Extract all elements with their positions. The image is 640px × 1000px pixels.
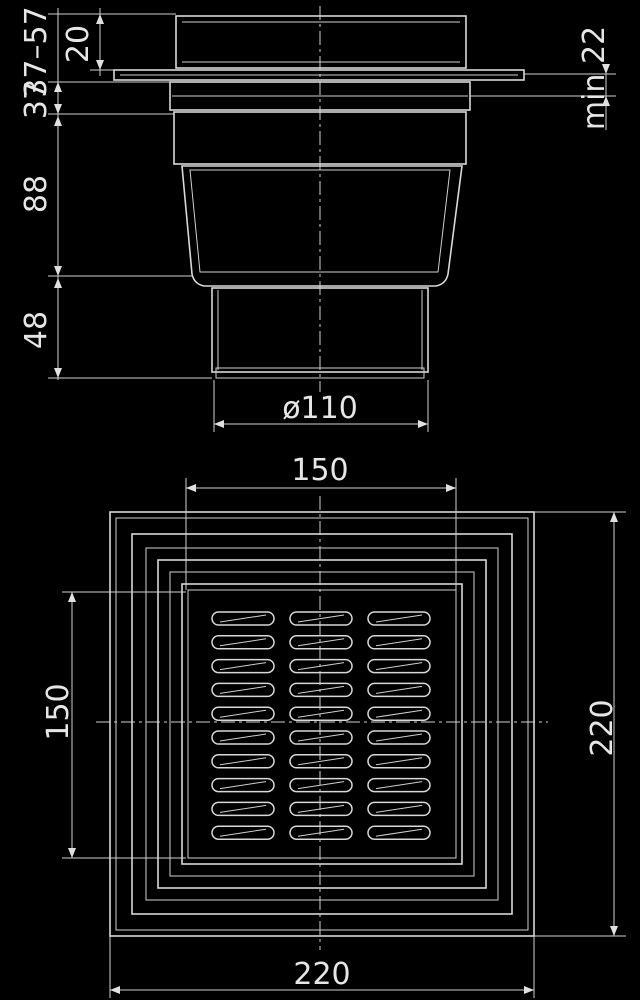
dim-body-height: 88 xyxy=(19,175,54,213)
grate-slot-inner-line xyxy=(297,828,345,837)
outer-frame xyxy=(109,511,535,937)
grate-slot xyxy=(367,777,431,793)
grate-slot-inner-line xyxy=(297,733,345,742)
grate-slot xyxy=(211,611,275,626)
rim xyxy=(175,15,467,69)
grate-slot-inner-line xyxy=(297,685,345,694)
dim-outlet-height: 48 xyxy=(19,311,54,349)
grate-slot xyxy=(289,611,353,626)
outlet-pipe xyxy=(211,287,429,373)
grate xyxy=(181,583,463,865)
grate-slot-inner-line xyxy=(219,662,267,671)
grate-slot xyxy=(211,682,275,698)
grate-slot-inner-line xyxy=(219,804,267,813)
grate-slot-inner-line xyxy=(219,828,267,837)
side-right-dimensions xyxy=(470,64,616,130)
dim-rim-height: 20 xyxy=(61,25,96,63)
grate-slots xyxy=(211,611,431,840)
grate-slot xyxy=(367,682,431,698)
side-view: 37–57 20 37 88 48 min 22 ø110 xyxy=(19,6,616,432)
grate-slot xyxy=(367,658,431,674)
grate-slot xyxy=(211,801,275,817)
grate-slot-inner-line xyxy=(375,804,423,813)
grate-slot-inner-line xyxy=(219,757,267,766)
grate-slot xyxy=(367,730,431,745)
grate-slot-inner-line xyxy=(375,614,423,623)
grate-slot xyxy=(367,706,431,721)
grate-slot-inner-line xyxy=(375,781,423,790)
grate-slot-inner-line xyxy=(297,804,345,813)
overall-width-dimension xyxy=(109,936,535,998)
grate-slot-inner-line xyxy=(375,757,423,766)
grate-height-dimension xyxy=(62,591,186,859)
dim-flange-thickness: 37 xyxy=(19,81,54,119)
collar-lower xyxy=(173,111,467,165)
grate-slot xyxy=(289,754,353,769)
grate-slot-inner-line xyxy=(219,709,267,718)
grate-slot xyxy=(367,754,431,769)
overall-height-dimension xyxy=(534,511,626,937)
grate-slot xyxy=(367,611,431,626)
grate-slot-inner-line xyxy=(375,638,423,647)
grate-slot xyxy=(211,777,275,793)
dim-min-depth: min 22 xyxy=(577,26,612,130)
grate-slot xyxy=(367,635,431,650)
grate-slot-inner-line xyxy=(219,614,267,623)
grate-slot-inner-line xyxy=(219,638,267,647)
grate-slot xyxy=(289,777,353,793)
grate-slot xyxy=(289,801,353,817)
top-view: 150 150 220 220 xyxy=(41,453,626,998)
grate-slot xyxy=(289,682,353,698)
grate-slot-inner-line xyxy=(297,781,345,790)
grate-slot xyxy=(211,658,275,674)
grate-slot xyxy=(289,730,353,745)
grate-slot-inner-line xyxy=(219,685,267,694)
grate-slot xyxy=(211,730,275,745)
grate-slot-inner-line xyxy=(375,733,423,742)
side-left-dimensions xyxy=(48,8,212,380)
grate-slot-inner-line xyxy=(297,757,345,766)
dim-overall-height: 220 xyxy=(585,699,620,756)
grate-slot-inner-line xyxy=(297,662,345,671)
flange xyxy=(113,69,525,81)
grate-slot-inner-line xyxy=(297,709,345,718)
grate-width-dimension xyxy=(185,478,457,590)
grate-slot-inner-line xyxy=(375,828,423,837)
grate-slot-inner-line xyxy=(375,685,423,694)
grate-slot-inner-line xyxy=(375,709,423,718)
dim-range-height: 37–57 xyxy=(19,6,54,97)
grate-slot xyxy=(211,825,275,840)
grate-slot xyxy=(289,658,353,674)
grate-slot xyxy=(211,706,275,721)
grate-slot xyxy=(211,754,275,769)
dim-outlet-diameter: ø110 xyxy=(282,391,358,426)
grate-slot-inner-line xyxy=(219,781,267,790)
grate-slot-inner-line xyxy=(297,638,345,647)
grate-slot xyxy=(367,801,431,817)
outlet-diameter-dimension xyxy=(213,380,429,432)
grate-slot-inner-line xyxy=(297,614,345,623)
dim-grate-width: 150 xyxy=(291,453,348,488)
grate-slot xyxy=(211,635,275,650)
dim-grate-height: 150 xyxy=(41,683,76,740)
grate-slot xyxy=(289,825,353,840)
grate-slot-inner-line xyxy=(219,733,267,742)
grate-slot xyxy=(289,706,353,721)
body xyxy=(181,165,463,287)
dim-overall-width: 220 xyxy=(293,957,350,992)
grate-slot-inner-line xyxy=(375,662,423,671)
grate-slot xyxy=(367,825,431,840)
grate-slot xyxy=(289,635,353,650)
